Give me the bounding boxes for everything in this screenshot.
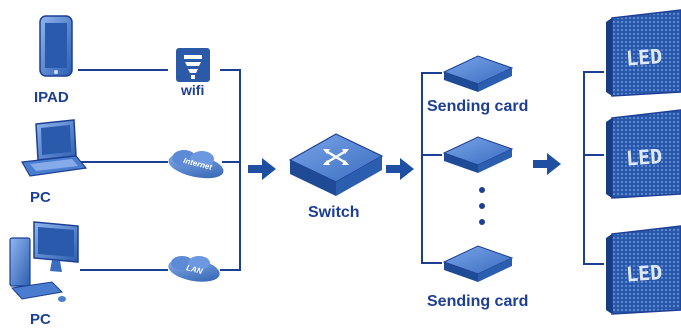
network-switch-icon: [288, 133, 384, 196]
arrow-right-icon: [533, 153, 561, 175]
led-panel-icon: [606, 225, 681, 315]
arrow-right-icon: [248, 158, 276, 180]
pc-desktop-label: PC: [30, 311, 51, 328]
led-label-top: LED: [625, 44, 663, 70]
flow-arrows: [248, 153, 561, 180]
led-panel-icon: [606, 109, 681, 199]
lan-cloud-icon: [168, 256, 220, 282]
laptop-icon: [21, 119, 88, 177]
wifi-router-icon: [176, 48, 210, 82]
switch-label: Switch: [308, 204, 360, 221]
desktop-computer-icon: [9, 221, 79, 302]
led-panel-icon: [606, 9, 681, 97]
led-label-bottom: LED: [625, 260, 663, 286]
lan-label: LAN: [185, 263, 203, 276]
sending-card-icon: [442, 245, 514, 282]
led-label-middle: LED: [625, 144, 663, 170]
sending-card-label-bottom: Sending card: [427, 293, 529, 310]
tablet-icon: [39, 15, 73, 77]
connection-lines: [78, 69, 604, 271]
sending-card-icon: [442, 55, 514, 92]
sending-card-label-top: Sending card: [427, 98, 529, 115]
pc-laptop-label: PC: [30, 189, 51, 206]
sending-card-icon: [442, 136, 514, 173]
internet-cloud-icon: [168, 150, 224, 179]
arrow-right-icon: [386, 158, 414, 180]
ellipsis-dots: [479, 187, 485, 225]
wifi-label: wifi: [181, 82, 205, 98]
ipad-label: IPAD: [34, 89, 69, 106]
